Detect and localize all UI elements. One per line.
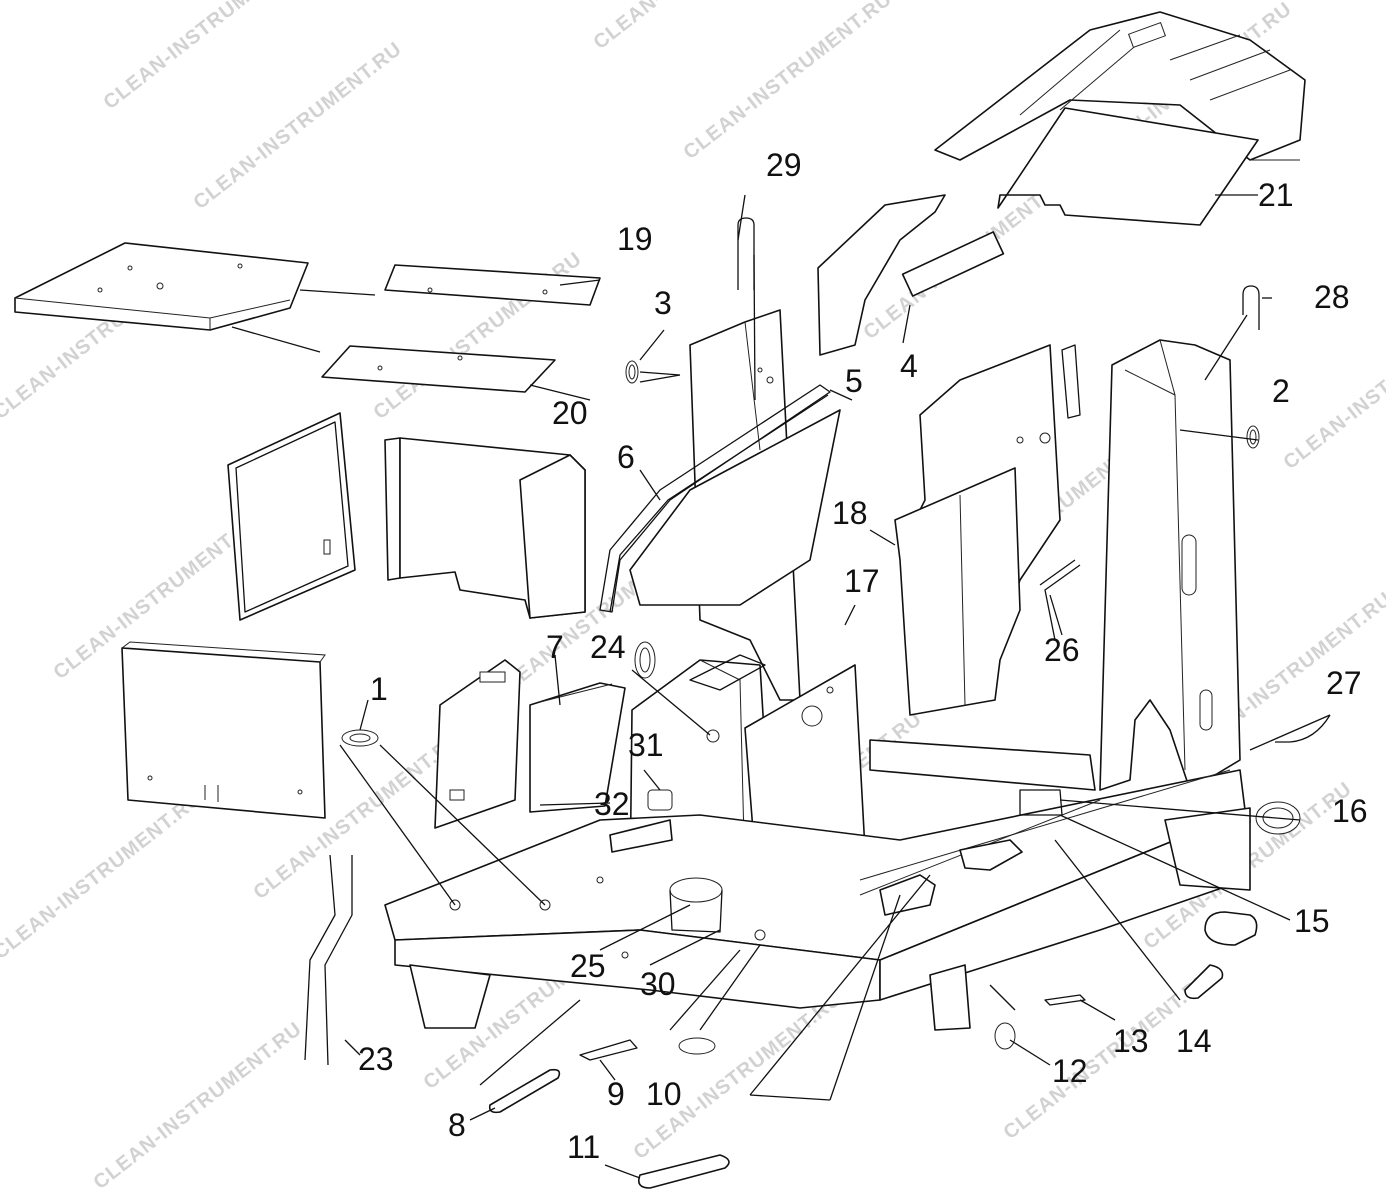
bracket-4 bbox=[817, 194, 1005, 356]
callout-23: 23 bbox=[358, 1041, 394, 1077]
tank-cover-part bbox=[934, 11, 1306, 161]
callout-10: 10 bbox=[646, 1076, 682, 1112]
watermark-text: CLEAN-INSTRUMENT.RU bbox=[680, 0, 897, 164]
seal-strip-23 bbox=[304, 854, 353, 1066]
seal-ring-15 bbox=[1204, 911, 1258, 946]
callout-21: 21 bbox=[1258, 177, 1294, 213]
front-cover-panel bbox=[121, 641, 326, 819]
callout-15: 15 bbox=[1294, 903, 1330, 939]
seal-strip-6 bbox=[599, 384, 831, 613]
watermark-text: CLEAN-INSTRUMENT.RU bbox=[1280, 298, 1386, 474]
callout-4: 4 bbox=[900, 348, 918, 384]
lifting-pin-29 bbox=[737, 217, 755, 290]
callout-17: 17 bbox=[844, 563, 880, 599]
callout-31: 31 bbox=[628, 727, 664, 763]
callout-32: 32 bbox=[594, 786, 630, 822]
callout-27: 27 bbox=[1326, 665, 1362, 701]
hook-26 bbox=[1039, 559, 1081, 641]
callout-5: 5 bbox=[845, 363, 863, 399]
seal-ring-14 bbox=[1184, 964, 1224, 1000]
clip-9 bbox=[579, 1039, 638, 1061]
spring-2 bbox=[1246, 425, 1260, 449]
seal-ring-10 bbox=[678, 1037, 716, 1055]
lifting-pin-28 bbox=[1242, 285, 1260, 330]
callout-8: 8 bbox=[448, 1107, 466, 1143]
callout-12: 12 bbox=[1052, 1053, 1088, 1089]
callout-19: 19 bbox=[617, 221, 653, 257]
leader-lines bbox=[339, 194, 1331, 1179]
seat-plate-part bbox=[14, 242, 309, 331]
shim-plate-19 bbox=[384, 264, 601, 306]
wire-27 bbox=[1275, 714, 1331, 743]
callout-2: 2 bbox=[1272, 373, 1290, 409]
callout-18: 18 bbox=[832, 495, 868, 531]
callout-14: 14 bbox=[1176, 1023, 1212, 1059]
assembly-line bbox=[231, 289, 376, 353]
plate-21 bbox=[997, 107, 1259, 226]
callout-7: 7 bbox=[546, 629, 564, 665]
grommet-1 bbox=[341, 729, 379, 747]
plate-32 bbox=[609, 819, 673, 853]
callout-20: 20 bbox=[552, 395, 588, 431]
callout-26: 26 bbox=[1044, 632, 1080, 668]
panel-5 bbox=[629, 409, 841, 606]
panel-18-group bbox=[894, 344, 1081, 716]
seal-strip-11 bbox=[637, 1154, 730, 1189]
callout-3: 3 bbox=[654, 285, 672, 321]
right-tower bbox=[1099, 339, 1241, 791]
watermark-text: CLEAN-INSTRUMENT.RU bbox=[190, 38, 407, 214]
seal-ring-12 bbox=[994, 1022, 1016, 1050]
callout-24: 24 bbox=[590, 629, 626, 665]
callout-29: 29 bbox=[766, 147, 802, 183]
callout-30: 30 bbox=[640, 966, 676, 1002]
shim-plate-20 bbox=[321, 345, 556, 393]
spring-3 bbox=[625, 360, 639, 384]
callout-28: 28 bbox=[1314, 279, 1350, 315]
watermark-text: CLEAN-INSTRUMENT.RU bbox=[590, 0, 807, 54]
callout-labels: 1 2 3 4 5 6 7 8 9 10 11 12 13 14 15 16 1… bbox=[358, 147, 1368, 1165]
callout-1: 1 bbox=[370, 671, 388, 707]
callout-6: 6 bbox=[617, 439, 635, 475]
rear-cover-panel bbox=[384, 437, 586, 619]
base-frame bbox=[384, 739, 1251, 1031]
clip-13 bbox=[1044, 994, 1086, 1006]
callout-9: 9 bbox=[607, 1076, 625, 1112]
grommet-24 bbox=[634, 641, 656, 679]
callout-25: 25 bbox=[570, 948, 606, 984]
side-frame-panel bbox=[227, 412, 356, 621]
battery-bracket bbox=[434, 659, 521, 829]
watermark-text: CLEAN-INSTRUMENT.RU bbox=[90, 1018, 307, 1194]
plate-7 bbox=[529, 682, 626, 813]
watermark-text: CLEAN-INSTRUMENT.RU bbox=[100, 0, 317, 114]
callout-13: 13 bbox=[1113, 1023, 1149, 1059]
seal-strip-8 bbox=[488, 1068, 561, 1114]
callout-11: 11 bbox=[567, 1129, 600, 1165]
watermark-text: CLEAN-INSTRUMENT.RU bbox=[0, 788, 206, 964]
callout-16: 16 bbox=[1332, 793, 1368, 829]
